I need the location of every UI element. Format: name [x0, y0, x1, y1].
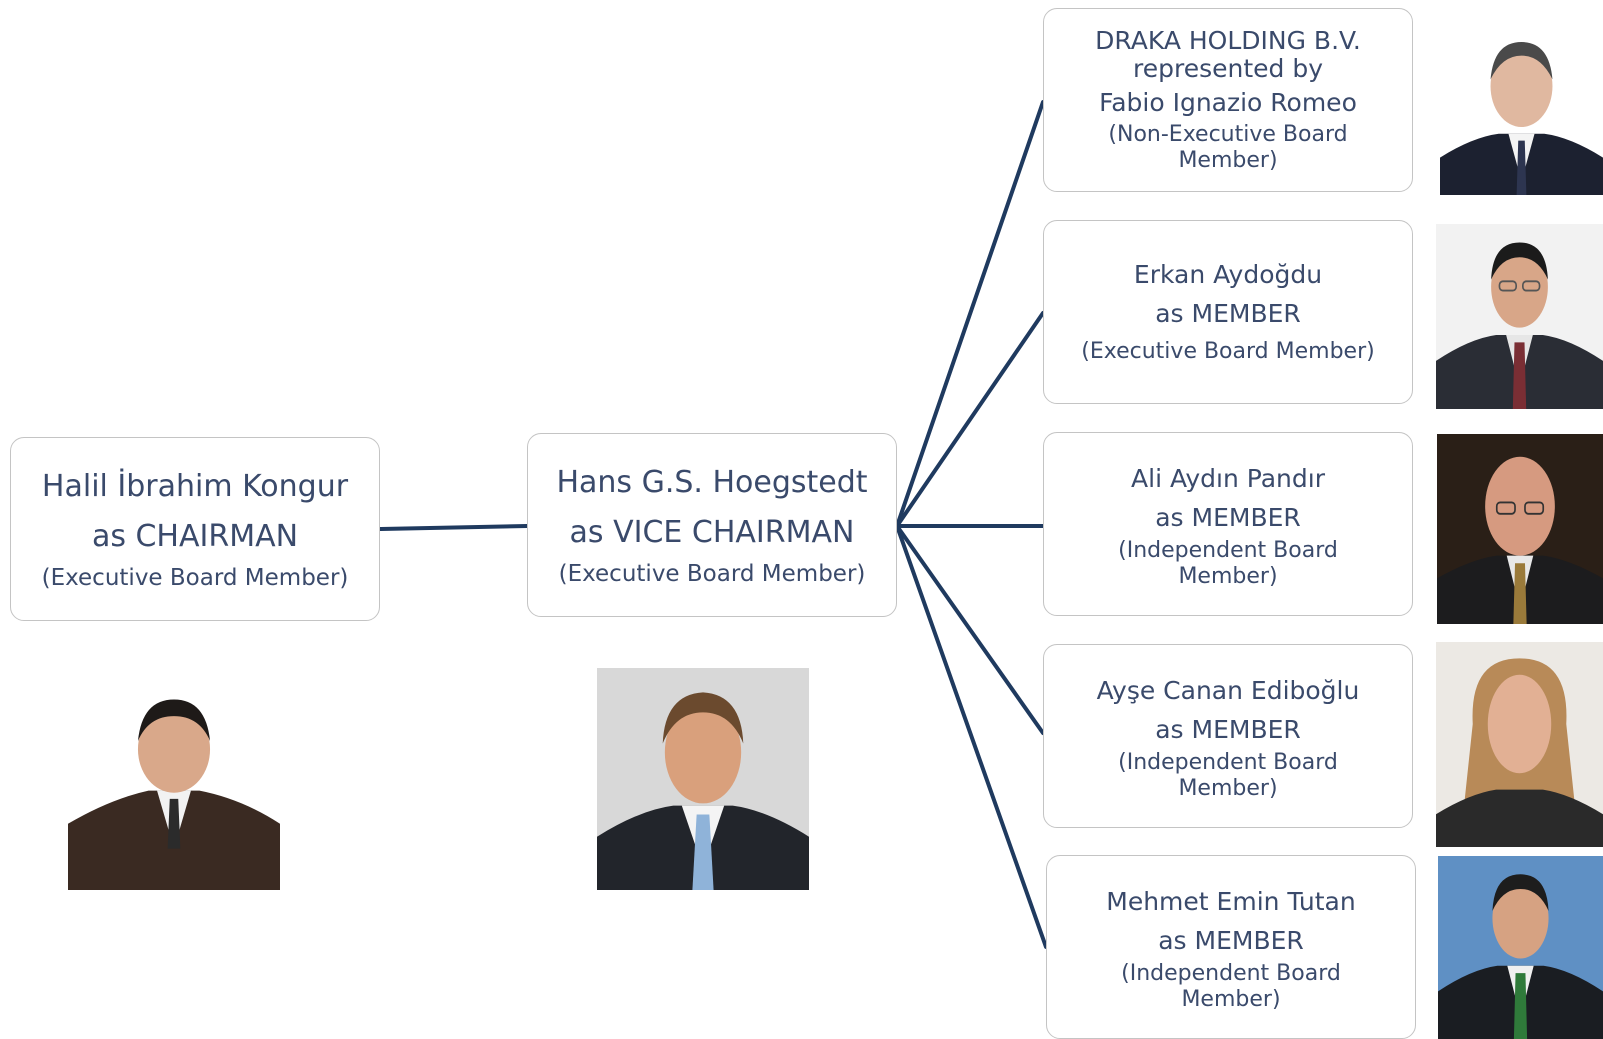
connector-vice-member-4 [895, 524, 1045, 735]
member-type-line2: Member) [1178, 775, 1278, 801]
member-type-line1: (Non-Executive Board [1108, 122, 1348, 148]
member-box-draka: DRAKA HOLDING B.V. represented by Fabio … [1043, 8, 1413, 192]
member-name: Mehmet Emin Tutan [1106, 886, 1356, 916]
connector-chairman-vice [378, 524, 529, 531]
chairman-box: Halil İbrahim Kongur as CHAIRMAN (Execut… [10, 437, 380, 621]
member-name: Ayşe Canan Ediboğlu [1096, 675, 1360, 705]
vice-chairman-name: Hans G.S. Hoegstedt [556, 465, 868, 501]
member-type-line1: (Independent Board [1121, 960, 1341, 986]
member-name: Erkan Aydoğdu [1133, 259, 1323, 289]
portrait-photo-member-4 [1436, 642, 1603, 847]
member-box-mehmet: Mehmet Emin Tutan as MEMBER (Independent… [1046, 855, 1416, 1039]
vice-chairman-box: Hans G.S. Hoegstedt as VICE CHAIRMAN (Ex… [527, 433, 897, 617]
vice-chairman-type: (Executive Board Member) [558, 561, 866, 588]
member-type-line1: (Independent Board [1118, 749, 1338, 775]
vice-chairman-role: as VICE CHAIRMAN [569, 514, 855, 550]
member-name: Fabio Ignazio Romeo [1099, 87, 1357, 117]
member-box-ayse: Ayşe Canan Ediboğlu as MEMBER (Independe… [1043, 644, 1413, 828]
portrait-photo-member-2 [1436, 224, 1603, 409]
member-type-line2: Member) [1178, 563, 1278, 589]
member-type-line2: Member) [1178, 147, 1278, 173]
connector-vice-member-5 [895, 524, 1048, 949]
portrait-photo-vice-chairman [597, 668, 809, 890]
member-box-ali: Ali Aydın Pandır as MEMBER (Independent … [1043, 432, 1413, 616]
chairman-type: (Executive Board Member) [41, 565, 349, 592]
member-company: DRAKA HOLDING B.V. [1095, 25, 1361, 55]
member-role: as MEMBER [1155, 503, 1301, 533]
member-type: (Executive Board Member) [1081, 338, 1375, 364]
member-role: as MEMBER [1158, 926, 1304, 956]
member-role: as MEMBER [1155, 299, 1301, 329]
member-name: Ali Aydın Pandır [1131, 463, 1325, 493]
connector-vice-member-2 [895, 311, 1045, 528]
member-type-line2: Member) [1181, 986, 1281, 1012]
chairman-name: Halil İbrahim Kongur [41, 469, 349, 505]
member-represented-by: represented by [1132, 53, 1323, 83]
chairman-role: as CHAIRMAN [91, 518, 299, 554]
portrait-photo-chairman [68, 683, 280, 890]
portrait-photo-member-1 [1440, 25, 1603, 195]
member-type-line1: (Independent Board [1118, 537, 1338, 563]
connector-vice-member-1 [895, 100, 1045, 528]
portrait-photo-member-5 [1438, 856, 1603, 1039]
member-box-erkan: Erkan Aydoğdu as MEMBER (Executive Board… [1043, 220, 1413, 404]
member-role: as MEMBER [1155, 715, 1301, 745]
portrait-photo-member-3 [1437, 434, 1603, 624]
